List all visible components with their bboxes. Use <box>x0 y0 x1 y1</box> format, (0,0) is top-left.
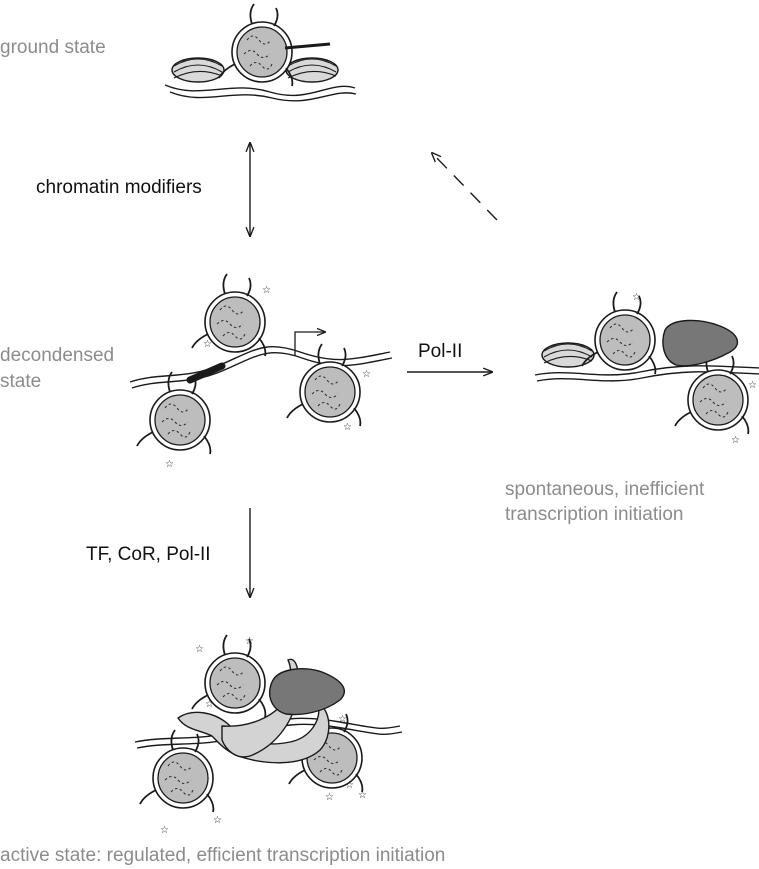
svg-text:☆: ☆ <box>325 792 334 803</box>
spontaneous-label-line2: transcription initiation <box>505 504 684 525</box>
active-state-label: active state: regulated, efficient trans… <box>0 845 446 866</box>
ground-state-label: ground state <box>0 37 106 58</box>
ground-state-nucleosomes <box>164 3 357 102</box>
chromatin-modifiers-label: chromatin modifiers <box>36 177 202 198</box>
decondensed-state-label-line1: decondensed <box>0 345 115 366</box>
svg-text:☆: ☆ <box>362 369 371 380</box>
decondensed-state-nucleosomes: ☆ ☆ ☆ ☆ ☆ <box>129 273 393 470</box>
svg-text:☆: ☆ <box>160 825 169 836</box>
svg-text:☆: ☆ <box>165 459 174 470</box>
svg-text:☆: ☆ <box>358 790 367 801</box>
svg-text:☆: ☆ <box>345 780 354 791</box>
active-pol-ii-shape <box>268 668 345 716</box>
pol-ii-shape <box>662 319 739 367</box>
tf-cor-polii-label: TF, CoR, Pol-II <box>86 544 211 565</box>
svg-text:☆: ☆ <box>632 292 641 303</box>
svg-text:☆: ☆ <box>205 699 214 710</box>
spontaneous-label-line1: spontaneous, inefficient <box>505 479 705 500</box>
decondensed-state-label-line2: state <box>0 371 42 392</box>
active-state-complex: ☆ ☆ ☆ ☆ ☆ ☆ ☆ ☆ ☆ <box>134 634 403 836</box>
svg-text:☆: ☆ <box>213 815 222 826</box>
pol-ii-label: Pol-II <box>418 341 463 362</box>
svg-text:☆: ☆ <box>195 644 204 655</box>
svg-text:☆: ☆ <box>203 339 212 350</box>
svg-text:☆: ☆ <box>245 636 254 647</box>
svg-text:☆: ☆ <box>338 714 347 725</box>
svg-text:☆: ☆ <box>262 285 271 296</box>
svg-text:☆: ☆ <box>731 435 740 446</box>
dashed-return-arrow <box>432 153 498 221</box>
svg-text:☆: ☆ <box>343 422 352 433</box>
svg-text:☆: ☆ <box>748 380 757 391</box>
spontaneous-state-nucleosomes: ☆ ☆ ☆ <box>534 291 759 446</box>
